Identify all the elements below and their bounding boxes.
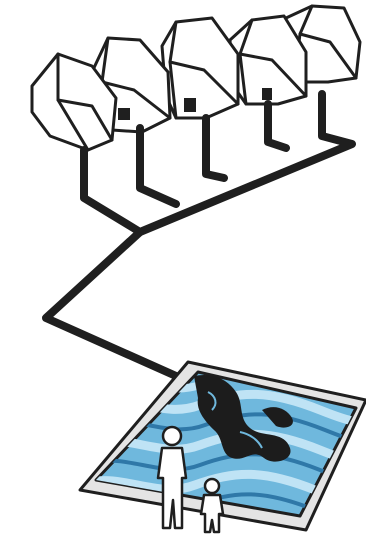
- child-figure-icon: [201, 479, 223, 532]
- houses-row-icon: [32, 6, 360, 150]
- door-3-icon: [184, 98, 196, 112]
- house-3-icon: [162, 18, 238, 118]
- contaminated-pool-icon: [80, 362, 366, 530]
- door-2-icon: [118, 108, 130, 120]
- door-4-icon: [262, 88, 272, 100]
